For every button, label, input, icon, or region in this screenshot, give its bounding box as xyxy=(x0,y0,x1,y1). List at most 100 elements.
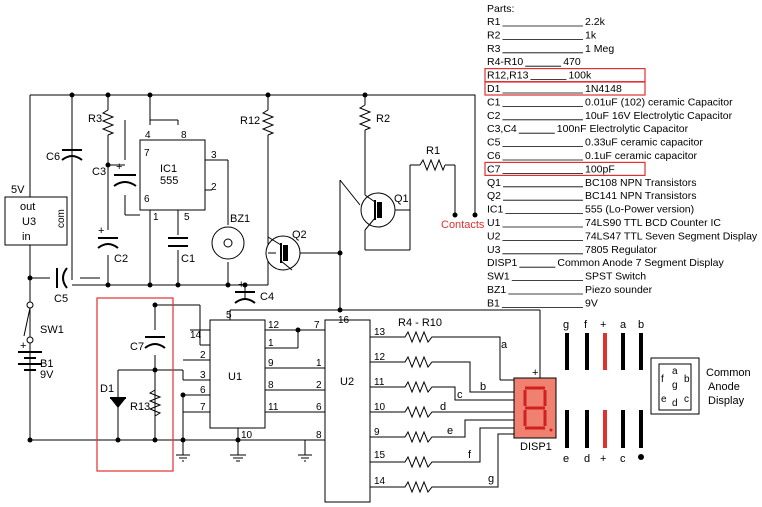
reset-network: C7 D1 R13 xyxy=(96,297,174,472)
svg-text:e: e xyxy=(447,425,453,437)
svg-text:9: 9 xyxy=(374,427,380,438)
parts-value: 74LS47 TTL Seven Segment Display xyxy=(585,230,758,242)
svg-text:+: + xyxy=(532,367,538,379)
svg-text:+: + xyxy=(98,225,104,237)
parts-ref: Q2 xyxy=(487,190,501,202)
parts-ref: U3 xyxy=(487,244,501,256)
svg-text:R2: R2 xyxy=(376,113,390,125)
svg-text:BZ1: BZ1 xyxy=(230,213,250,225)
parts-ref: C1 xyxy=(487,96,501,108)
svg-text:1: 1 xyxy=(268,338,274,349)
parts-ref: C5 xyxy=(487,137,501,149)
svg-text:Display: Display xyxy=(708,395,745,407)
svg-text:f: f xyxy=(661,374,664,385)
svg-text:a: a xyxy=(501,339,508,351)
r1-resistor: R1 xyxy=(419,145,446,172)
parts-value: 0.01uF (102) ceramic Capacitor xyxy=(585,96,733,108)
b1-battery: B1 9V + xyxy=(18,340,54,381)
r2-resistor: R2 xyxy=(358,104,390,131)
c4-capacitor: C4 + xyxy=(234,279,274,304)
svg-text:+: + xyxy=(116,161,122,173)
svg-text:13: 13 xyxy=(374,327,386,338)
parts-value: Piezo sounder xyxy=(585,284,653,296)
svg-text:9V: 9V xyxy=(40,369,54,381)
svg-text:1: 1 xyxy=(153,212,159,223)
contacts-terminals: Contacts xyxy=(441,212,485,231)
parts-value: 0.33uF ceramic capacitor xyxy=(585,137,703,149)
q1-transistor: Q1 xyxy=(360,192,409,231)
svg-text:2: 2 xyxy=(200,350,206,361)
parts-ref: DISP1 xyxy=(487,257,518,269)
svg-text:3: 3 xyxy=(211,150,217,161)
u1-counter: U1 5 14 12 1 2 3 9 8 6 7 11 10 xyxy=(190,310,280,441)
parts-ref: R3 xyxy=(487,43,501,55)
parts-ref: R12,R13 xyxy=(487,70,529,82)
svg-text:7: 7 xyxy=(144,148,150,159)
segment-legend: f a g b e c d Common Anode Display xyxy=(650,357,751,415)
svg-text:R13: R13 xyxy=(130,401,150,413)
svg-text:14: 14 xyxy=(190,330,202,341)
parts-value: 7805 Regulator xyxy=(585,244,657,256)
svg-text:C4: C4 xyxy=(260,291,274,303)
wiring xyxy=(29,94,541,455)
parts-ref: D1 xyxy=(487,83,501,95)
q2-transistor: Q2 xyxy=(265,229,307,271)
svg-text:c: c xyxy=(684,394,689,405)
svg-text:a: a xyxy=(620,319,627,331)
svg-text:1: 1 xyxy=(316,358,322,369)
r3-resistor: R3 xyxy=(88,109,115,136)
parts-value: 100pF xyxy=(585,163,615,175)
svg-text:11: 11 xyxy=(268,402,279,413)
svg-text:b: b xyxy=(638,319,644,331)
parts-value: 1 Meg xyxy=(585,43,614,55)
svg-text:+: + xyxy=(600,453,606,465)
parts-value: 2.2k xyxy=(585,16,606,28)
svg-text:b: b xyxy=(480,381,486,393)
svg-text:com: com xyxy=(56,209,67,228)
svg-text:6: 6 xyxy=(144,194,150,205)
svg-text:12: 12 xyxy=(374,352,386,363)
parts-value: 555 (Lo-Power version) xyxy=(585,204,694,216)
svg-text:8: 8 xyxy=(268,380,274,391)
disp1-display: DISP1 + xyxy=(513,367,557,453)
svg-text:+: + xyxy=(20,340,26,352)
parts-ref: R1 xyxy=(487,16,501,28)
svg-text:Q2: Q2 xyxy=(292,229,307,241)
svg-text:C6: C6 xyxy=(46,151,60,163)
svg-text:g: g xyxy=(563,319,569,331)
svg-text:C3: C3 xyxy=(92,166,106,178)
svg-text:12: 12 xyxy=(268,320,280,331)
r12-resistor: R12 xyxy=(240,109,275,136)
bz1-piezo: BZ1 xyxy=(211,213,250,260)
svg-text:7: 7 xyxy=(314,320,320,331)
display-pinout: g f + a b e d + c xyxy=(563,319,644,465)
parts-ref: U1 xyxy=(487,217,501,229)
svg-text:Q1: Q1 xyxy=(394,193,409,205)
svg-text:5V: 5V xyxy=(11,184,25,196)
parts-value: Common Anode 7 Segment Display xyxy=(557,257,724,269)
svg-text:10: 10 xyxy=(241,430,253,441)
parts-ref: Q1 xyxy=(487,177,501,189)
svg-text:d: d xyxy=(584,453,590,465)
svg-text:D1: D1 xyxy=(100,383,114,395)
svg-text:7: 7 xyxy=(200,402,206,413)
svg-text:Anode: Anode xyxy=(708,381,740,393)
svg-text:R12: R12 xyxy=(240,115,260,127)
parts-ref: BZ1 xyxy=(487,284,506,296)
u3-regulator: 5V out U3 in com xyxy=(4,184,68,246)
svg-text:2: 2 xyxy=(316,380,322,391)
svg-text:B1: B1 xyxy=(40,358,53,370)
c1-capacitor: C1 xyxy=(168,237,195,265)
svg-text:14: 14 xyxy=(374,476,386,487)
svg-text:11: 11 xyxy=(374,377,385,388)
svg-text:R4 - R10: R4 - R10 xyxy=(398,317,442,329)
parts-ref: C6 xyxy=(487,150,501,162)
parts-value: BC108 NPN Transistors xyxy=(585,177,696,189)
sw1-switch: SW1 xyxy=(23,301,64,344)
svg-text:g: g xyxy=(488,473,494,485)
svg-text:b: b xyxy=(684,374,690,385)
svg-text:e: e xyxy=(563,453,569,465)
svg-text:c: c xyxy=(620,453,626,465)
